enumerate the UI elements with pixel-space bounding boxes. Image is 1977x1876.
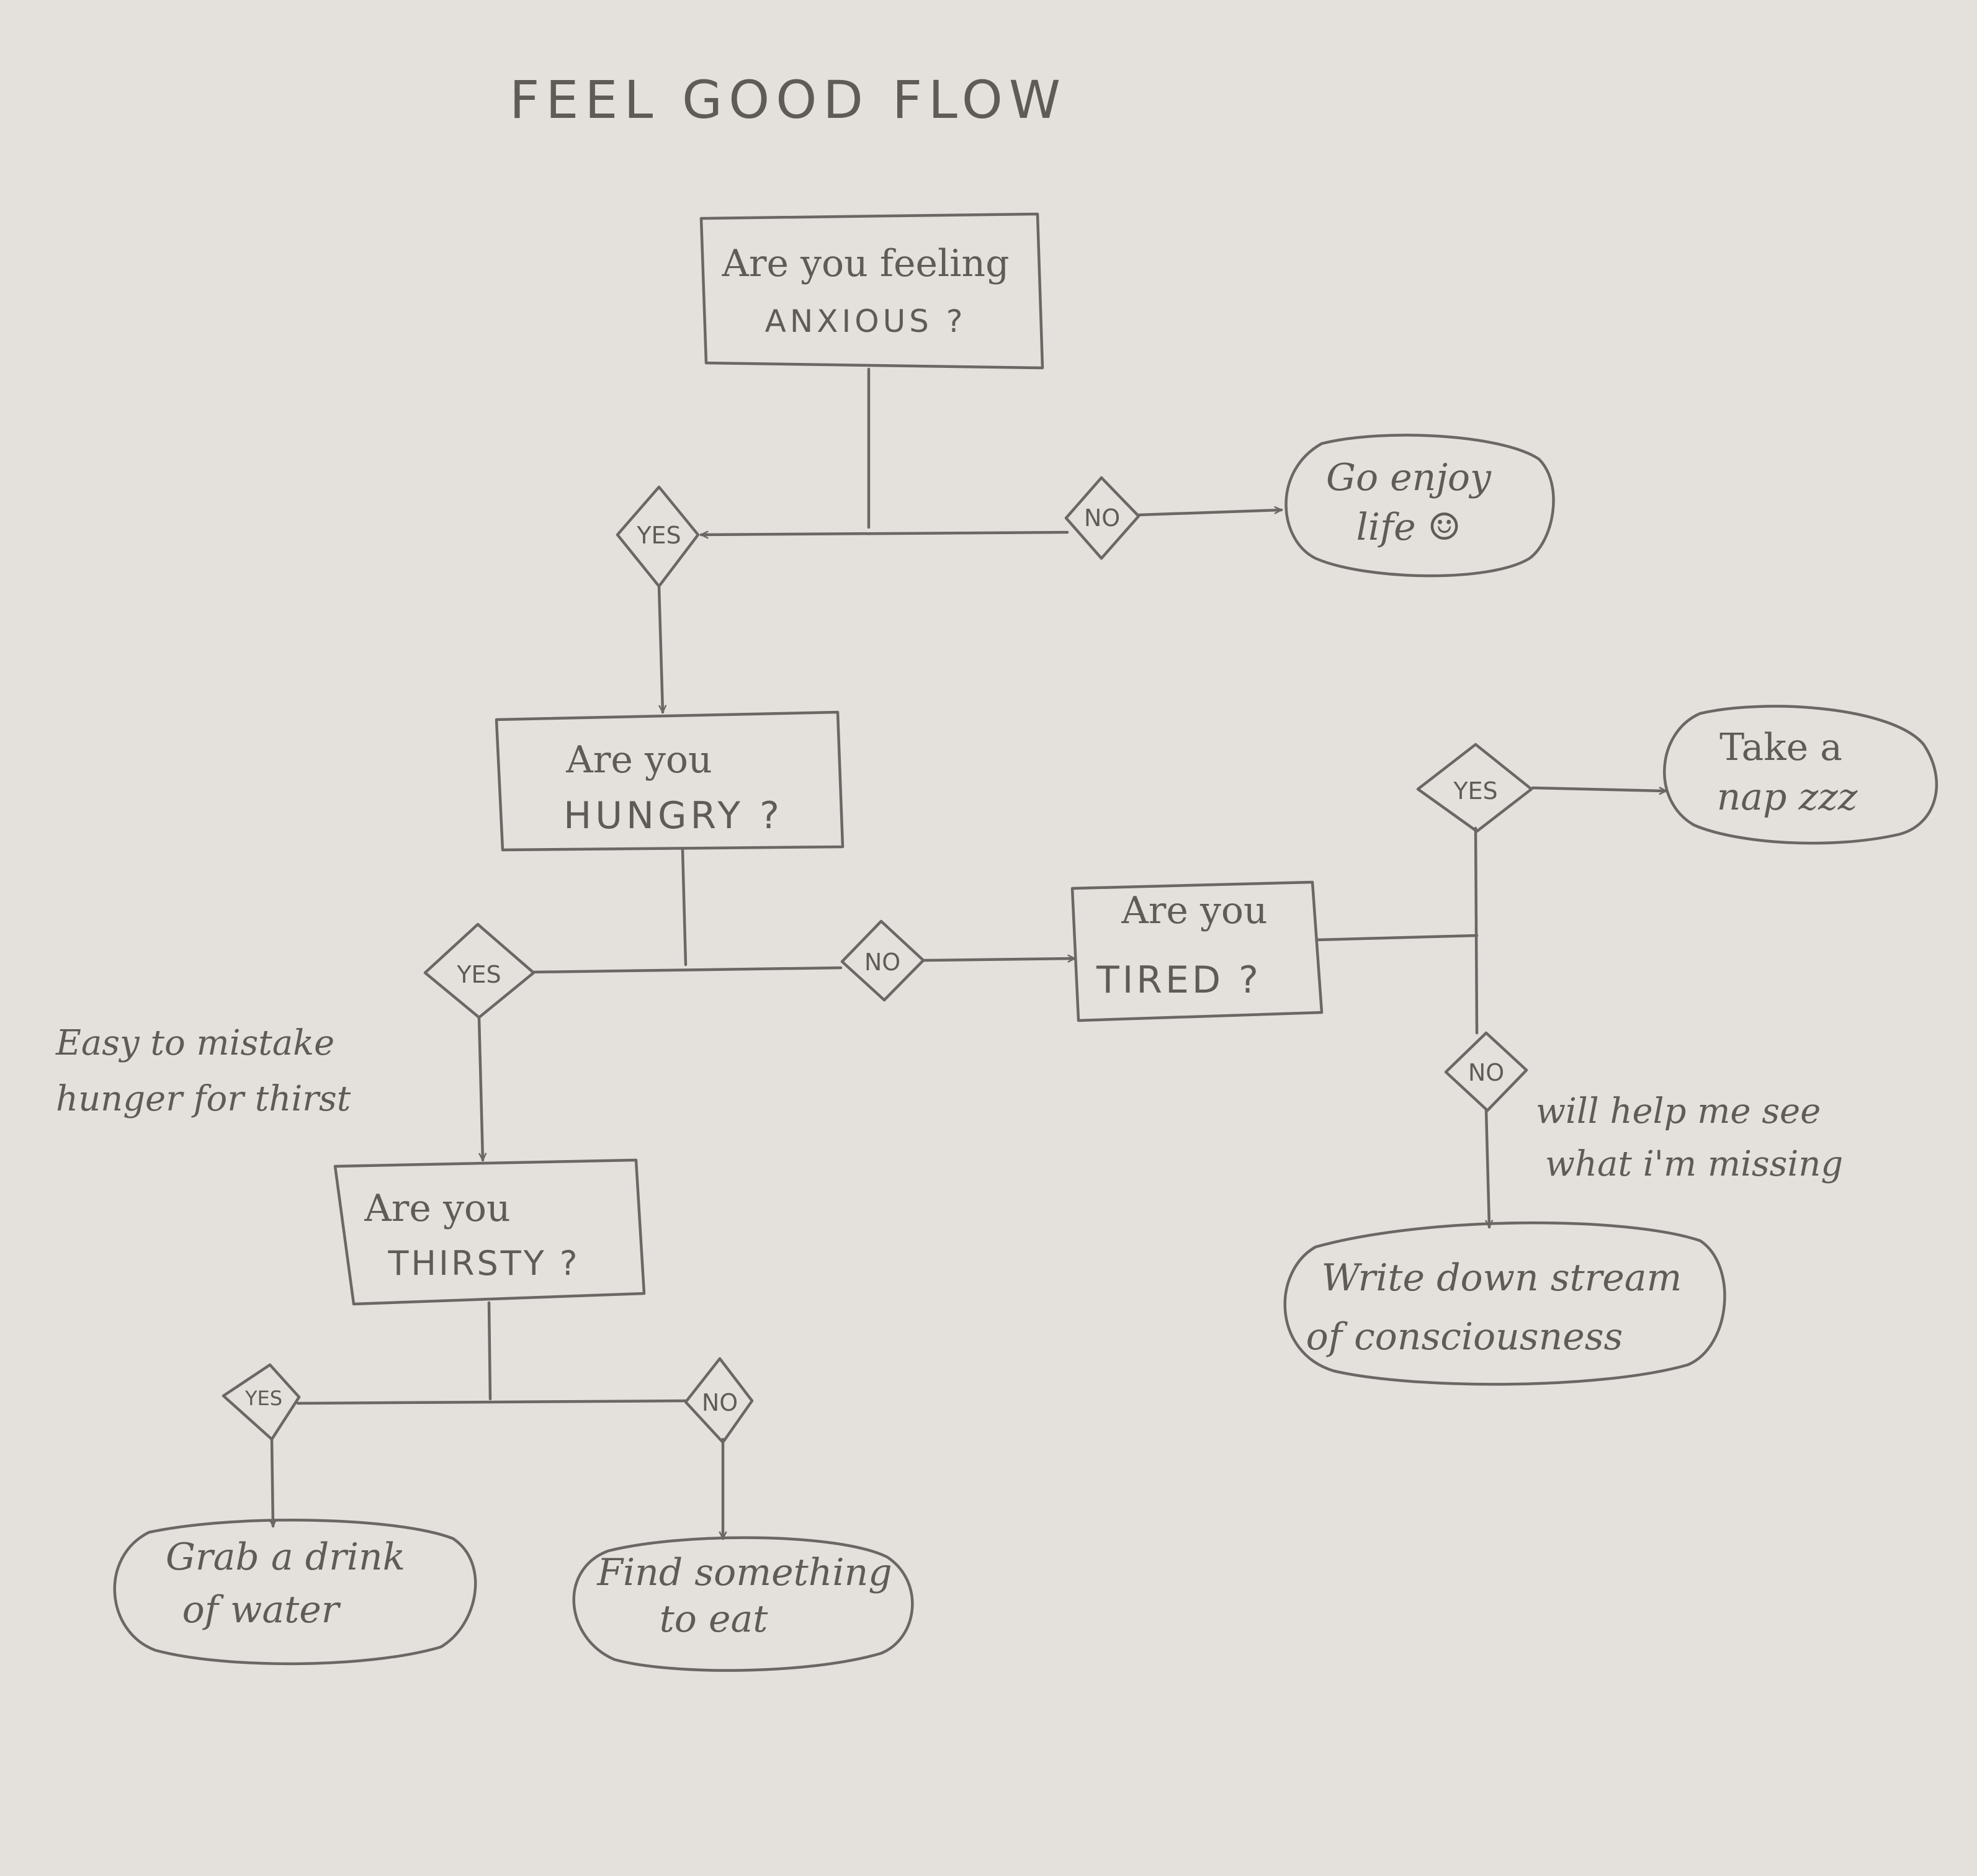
connector-yes-to-thirsty	[477, 1016, 483, 1162]
terminal-nap: Take a nap zzz	[1662, 705, 1938, 845]
connector-anxious-no	[1137, 510, 1283, 517]
connector-thirsty-yes	[272, 1437, 273, 1528]
note-hunger-thirst-line2: hunger for thirst	[56, 1079, 351, 1119]
diamond-hungry-no-label: NO	[864, 949, 900, 976]
diamond-anxious-yes-label: YES	[636, 522, 681, 549]
terminal-nap-line1: Take a	[1719, 726, 1842, 769]
terminal-eat-line1: Find something	[596, 1551, 892, 1594]
diamond-tired-yes-label: YES	[1453, 777, 1497, 805]
page-title: FEEL GOOD FLOW	[509, 69, 1067, 130]
question-anxious-line1: Are you feeling	[722, 242, 1010, 285]
question-hungry: Are you HUNGRY ?	[495, 710, 845, 852]
connector-anxious-yes	[699, 532, 1069, 535]
connector-yes-to-hungry	[657, 584, 663, 714]
diamond-hungry-yes-label: YES	[456, 961, 501, 988]
terminal-water-line2: of water	[182, 1588, 341, 1632]
connector-hungry-no	[923, 958, 1077, 960]
diamond-tired-yes: YES	[1416, 743, 1533, 833]
terminal-eat-line2: to eat	[660, 1597, 769, 1641]
terminal-write-down-line1: Write down stream	[1322, 1256, 1682, 1300]
question-thirsty-line2: THIRSTY ?	[387, 1244, 580, 1283]
terminal-water-line1: Grab a drink	[166, 1535, 405, 1579]
question-anxious-box	[699, 212, 1044, 370]
connector-hungry-down	[681, 848, 688, 967]
diamond-thirsty-no-label: NO	[702, 1389, 738, 1416]
diamond-hungry-yes: YES	[423, 922, 536, 1019]
terminal-write-down-line2: of consciousness	[1306, 1315, 1623, 1359]
connector-thirsty-horizontal	[296, 1399, 688, 1405]
note-hunger-thirst: Easy to mistake hunger for thirst	[55, 1023, 351, 1119]
terminal-enjoy-life-line2: life ☺	[1356, 506, 1461, 549]
connector-tired-right	[1315, 934, 1479, 942]
diamond-tired-no: NO	[1444, 1031, 1528, 1112]
question-tired-line1: Are you	[1121, 889, 1267, 932]
question-hungry-box	[495, 710, 845, 852]
terminal-eat: Find something to eat	[572, 1536, 914, 1672]
question-hungry-line2: HUNGRY ?	[563, 794, 783, 838]
question-thirsty-line1: Are you	[364, 1187, 510, 1230]
diamond-tired-no-label: NO	[1468, 1059, 1504, 1086]
terminal-enjoy-life: Go enjoy life ☺	[1284, 434, 1555, 578]
question-hungry-line1: Are you	[565, 738, 712, 782]
terminal-water: Grab a drink of water	[113, 1519, 477, 1666]
note-missing-line2: what i'm missing	[1545, 1144, 1843, 1184]
question-tired-line2: TIRED ?	[1096, 958, 1262, 1002]
diamond-hungry-no: NO	[840, 919, 925, 1002]
diamond-thirsty-no: NO	[684, 1357, 754, 1444]
diamond-anxious-no-label: NO	[1084, 504, 1120, 532]
diamond-anxious-yes: YES	[616, 485, 700, 588]
connector-hungry-horizontal	[531, 966, 843, 974]
diamond-anxious-no: NO	[1064, 476, 1141, 560]
question-anxious: Are you feeling ANXIOUS ?	[699, 212, 1044, 370]
terminal-enjoy-life-line1: Go enjoy	[1326, 456, 1492, 499]
question-thirsty: Are you THIRSTY ?	[333, 1158, 646, 1306]
connector-tired-no	[1484, 1109, 1489, 1229]
question-tired-box	[1070, 880, 1324, 1022]
terminal-write-down: Write down stream of consciousness	[1283, 1221, 1726, 1386]
question-thirsty-box	[333, 1158, 646, 1306]
terminal-nap-line2: nap zzz	[1717, 775, 1858, 819]
connectors	[272, 367, 1668, 1540]
diamond-thirsty-yes: YES	[222, 1363, 301, 1441]
connector-tired-yes	[1531, 786, 1668, 791]
connector-thirsty-down	[487, 1301, 492, 1401]
connector-tired-vertical	[1474, 826, 1479, 1035]
diamond-thirsty-yes-label: YES	[244, 1387, 282, 1410]
note-missing: will help me see what i'm missing	[1536, 1091, 1843, 1184]
question-anxious-line2: ANXIOUS ?	[765, 303, 967, 339]
note-missing-line1: will help me see	[1536, 1091, 1821, 1132]
question-tired: Are you TIRED ?	[1070, 880, 1324, 1022]
note-hunger-thirst-line1: Easy to mistake	[55, 1023, 334, 1063]
